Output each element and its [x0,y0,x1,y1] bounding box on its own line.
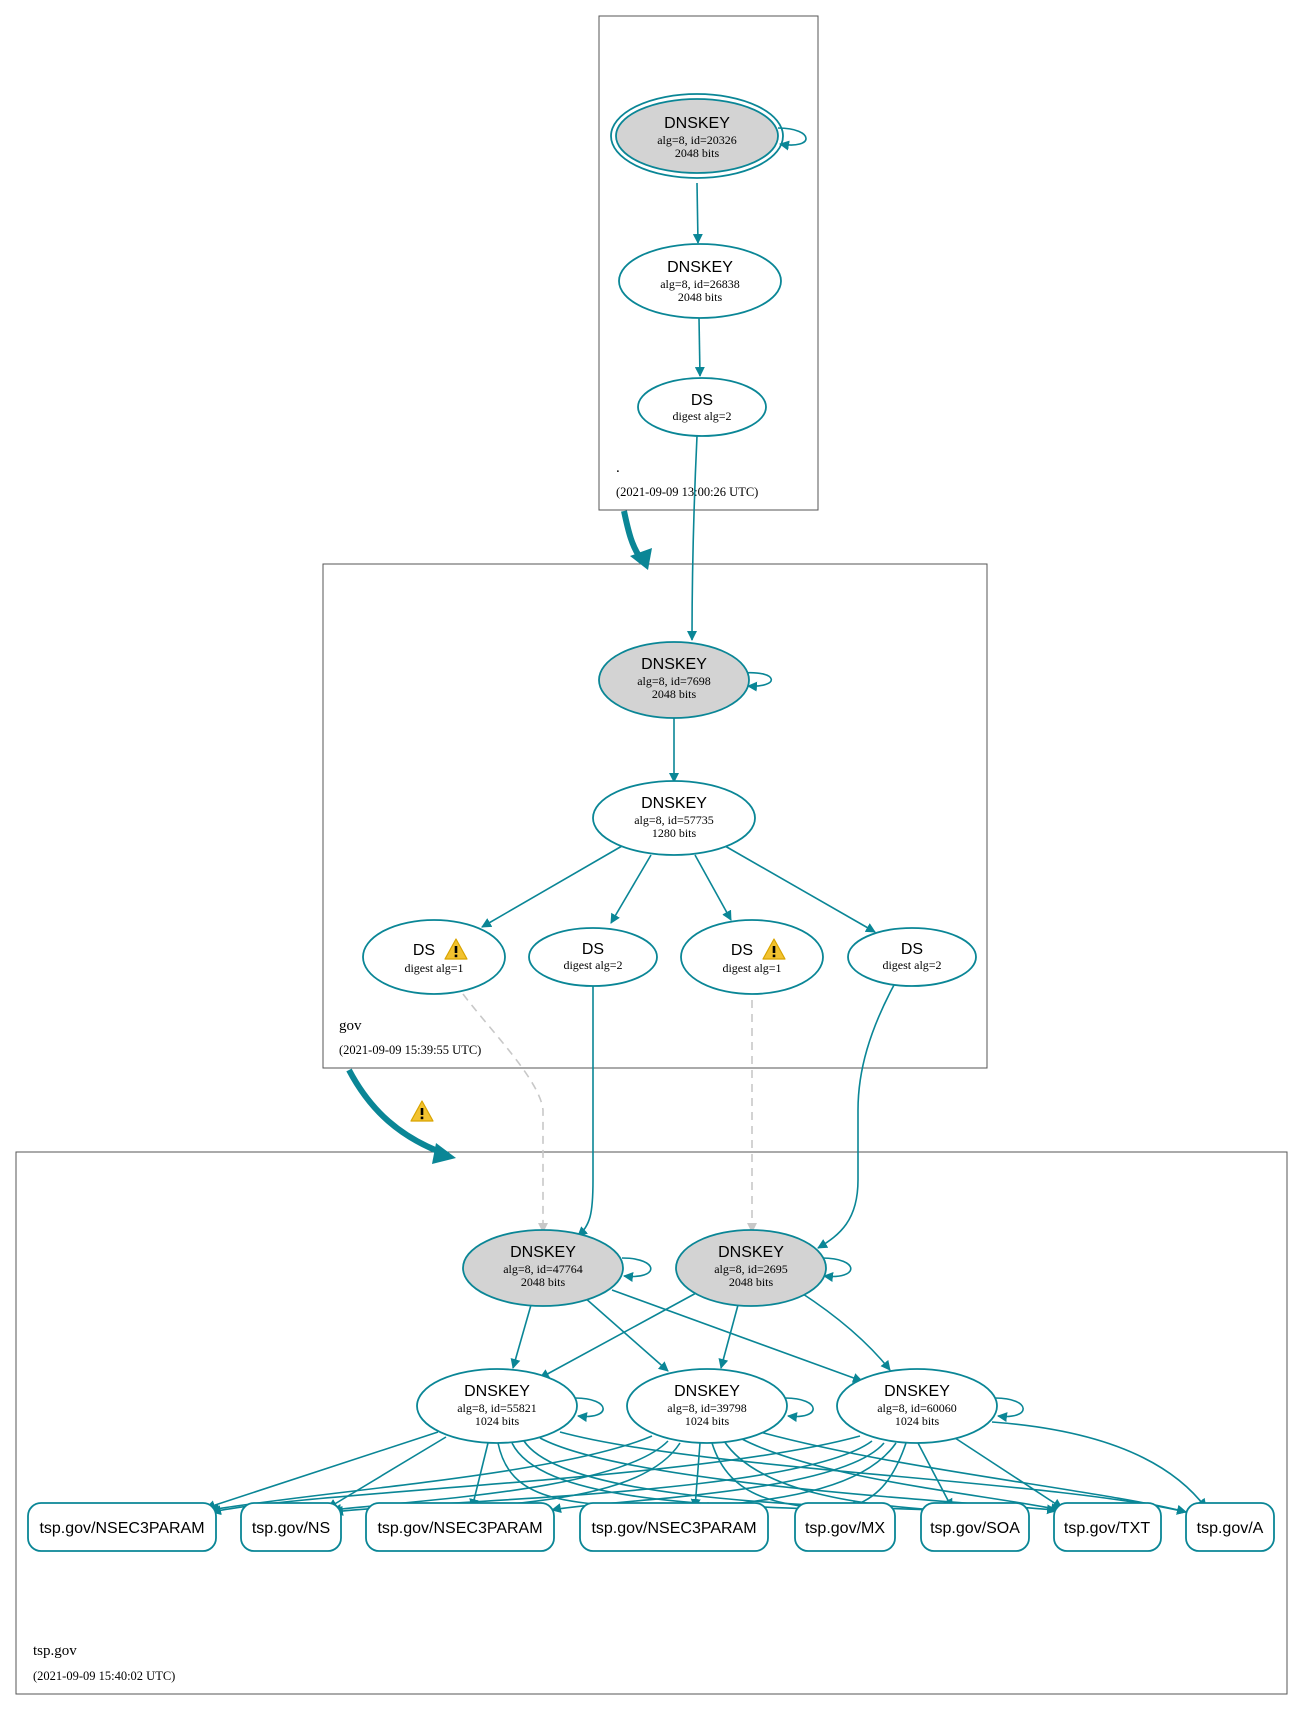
node-algorithm: alg=8, id=39798 [667,1401,747,1415]
node-key-size: 2048 bits [521,1275,566,1289]
zone-tsp-timestamp: (2021-09-09 15:40:02 UTC) [33,1669,175,1683]
zone-root-name: . [616,460,620,476]
record-txt[interactable]: tsp.gov/TXT [1053,1502,1162,1552]
zone-tsp: tsp.gov (2021-09-09 15:40:02 UTC) [15,1151,1288,1695]
node-root-ds[interactable]: DS digest alg=2 [637,377,767,437]
zone-gov: gov (2021-09-09 15:39:55 UTC) [322,563,988,1069]
node-title: DNSKEY [641,795,707,812]
record-label: tsp.gov/NSEC3PARAM [39,1520,204,1537]
node-key-size: 1024 bits [895,1414,940,1428]
node-key-size: 2048 bits [652,687,697,701]
node-tsp-zsk-55821[interactable]: DNSKEY alg=8, id=55821 1024 bits [416,1368,578,1444]
node-algorithm: alg=8, id=60060 [877,1401,957,1415]
node-title: DS [731,942,753,959]
record-mx[interactable]: tsp.gov/MX [794,1502,896,1552]
node-tsp-zsk-39798[interactable]: DNSKEY alg=8, id=39798 1024 bits [626,1368,788,1444]
node-title: DNSKEY [664,115,730,132]
node-key-size: 2048 bits [678,290,723,304]
warning-icon [410,1100,434,1122]
node-tsp-zsk-60060[interactable]: DNSKEY alg=8, id=60060 1024 bits [836,1368,998,1444]
node-title: DS [691,392,713,409]
zone-tsp-name: tsp.gov [33,1643,77,1659]
node-digest: digest alg=2 [563,958,622,972]
record-a[interactable]: tsp.gov/A [1185,1502,1275,1552]
node-title: DNSKEY [884,1383,950,1400]
node-algorithm: alg=8, id=57735 [634,813,714,827]
record-label: tsp.gov/MX [805,1520,885,1537]
node-gov-ksk[interactable]: DNSKEY alg=8, id=7698 2048 bits [598,641,750,719]
node-title: DNSKEY [667,259,733,276]
record-label: tsp.gov/NSEC3PARAM [377,1520,542,1537]
zone-gov-timestamp: (2021-09-09 15:39:55 UTC) [339,1043,481,1057]
node-root-zsk[interactable]: DNSKEY alg=8, id=26838 2048 bits [618,243,782,319]
node-title: DNSKEY [510,1244,576,1261]
node-root-ksk[interactable]: DNSKEY alg=8, id=20326 2048 bits [610,93,784,179]
node-title: DS [413,942,435,959]
zone-gov-name: gov [339,1018,362,1034]
record-label: tsp.gov/NS [252,1520,330,1537]
delegation-gov-tsp [346,1068,450,1158]
node-gov-ds-2[interactable]: DS digest alg=2 [528,927,658,987]
record-soa[interactable]: tsp.gov/SOA [920,1502,1030,1552]
node-title: DNSKEY [718,1244,784,1261]
node-algorithm: alg=8, id=26838 [660,277,740,291]
record-label: tsp.gov/A [1197,1520,1264,1537]
record-ns[interactable]: tsp.gov/NS [240,1502,342,1552]
record-nsec3param-3[interactable]: tsp.gov/NSEC3PARAM [579,1502,769,1552]
node-gov-ds-3[interactable]: DS digest alg=1 [680,919,824,995]
node-tsp-ksk-2695[interactable]: DNSKEY alg=8, id=2695 2048 bits [675,1229,827,1307]
node-title: DNSKEY [641,656,707,673]
node-digest: digest alg=1 [404,961,463,975]
node-algorithm: alg=8, id=20326 [657,133,737,147]
node-title: DS [582,941,604,958]
record-label: tsp.gov/NSEC3PARAM [591,1520,756,1537]
node-algorithm: alg=8, id=55821 [457,1401,537,1415]
node-key-size: 1024 bits [685,1414,730,1428]
node-algorithm: alg=8, id=2695 [714,1262,788,1276]
node-gov-ds-1[interactable]: DS digest alg=1 [362,919,506,995]
node-key-size: 2048 bits [729,1275,774,1289]
record-label: tsp.gov/TXT [1064,1520,1150,1537]
node-algorithm: alg=8, id=47764 [503,1262,583,1276]
node-digest: digest alg=2 [882,958,941,972]
node-digest: digest alg=1 [722,961,781,975]
record-nsec3param-2[interactable]: tsp.gov/NSEC3PARAM [365,1502,555,1552]
node-gov-ds-4[interactable]: DS digest alg=2 [847,927,977,987]
node-title: DNSKEY [464,1383,530,1400]
record-label: tsp.gov/SOA [930,1520,1020,1537]
zone-root-timestamp: (2021-09-09 13:00:26 UTC) [616,485,758,499]
node-key-size: 2048 bits [675,146,720,160]
node-title: DNSKEY [674,1383,740,1400]
delegation-arrows [346,510,652,1164]
node-tsp-ksk-47764[interactable]: DNSKEY alg=8, id=47764 2048 bits [462,1229,624,1307]
node-gov-zsk[interactable]: DNSKEY alg=8, id=57735 1280 bits [592,780,756,856]
record-nsec3param-1[interactable]: tsp.gov/NSEC3PARAM [27,1502,217,1552]
node-algorithm: alg=8, id=7698 [637,674,711,688]
node-key-size: 1024 bits [475,1414,520,1428]
node-digest: digest alg=2 [672,409,731,423]
zone-root: . (2021-09-09 13:00:26 UTC) [598,15,819,511]
node-key-size: 1280 bits [652,826,697,840]
node-title: DS [901,941,923,958]
